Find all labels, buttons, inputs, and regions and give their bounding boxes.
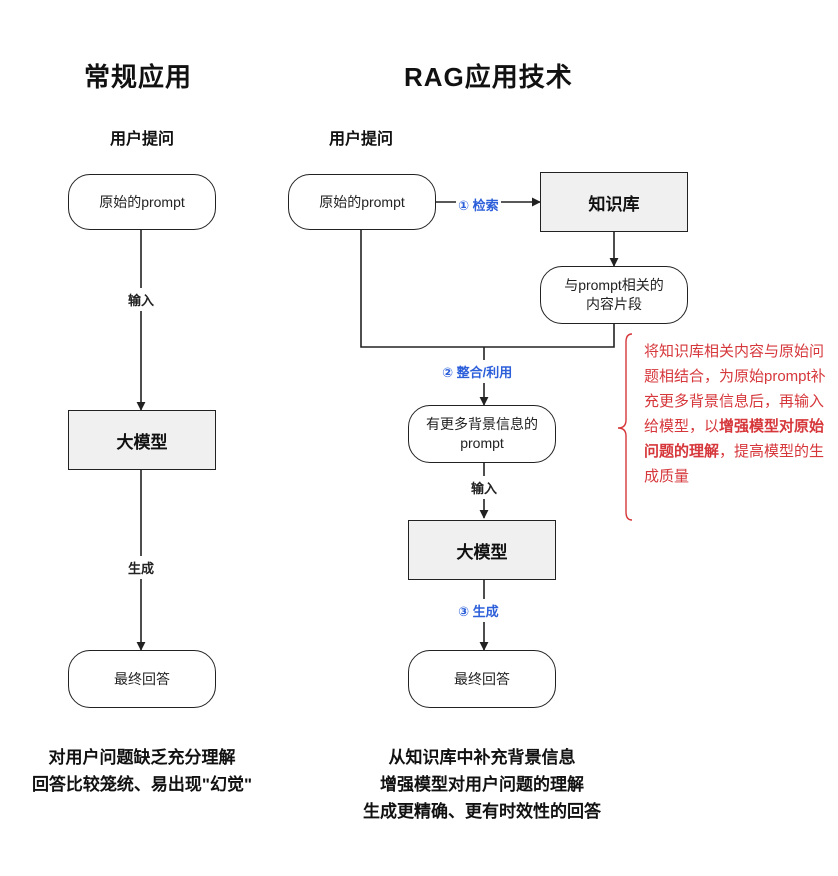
right-input-label: 输入 (469, 476, 500, 499)
left-summary-line: 对用户问题缺乏充分理解 (48, 748, 236, 767)
left-prompt-node: 原始的prompt (68, 174, 216, 230)
snippet-node: 与prompt相关的 内容片段 (540, 266, 688, 324)
right-model-node: 大模型 (408, 520, 556, 580)
left-model-node: 大模型 (68, 410, 216, 470)
edge-merge-path (360, 230, 615, 348)
left-summary: 对用户问题缺乏充分理解 回答比较笼统、易出现"幻觉" (0, 744, 284, 798)
enriched-prompt-node: 有更多背景信息的 prompt (408, 405, 556, 463)
left-user-label: 用户提问 (110, 131, 175, 148)
right-prompt-node: 原始的prompt (288, 174, 436, 230)
right-answer-node: 最终回答 (408, 650, 556, 708)
left-input-label: 输入 (126, 288, 157, 311)
right-summary-line: 增强模型对用户问题的理解 (380, 775, 584, 794)
knowledge-base-node: 知识库 (540, 172, 688, 232)
right-title: RAG应用技术 (404, 62, 573, 92)
rag-annotation: 将知识库相关内容与原始问题相结合，为原始prompt补充更多背景信息后，再输入给… (644, 339, 830, 489)
right-summary-line: 生成更精确、更有时效性的回答 (363, 802, 601, 821)
left-answer-node: 最终回答 (68, 650, 216, 708)
step3-label: ③ 生成 (456, 599, 501, 622)
step1-label: ① 检索 (456, 193, 501, 216)
note-brace (617, 333, 633, 521)
note-text-bold: 增强模型对原始问题的理解 (644, 418, 825, 460)
right-summary: 从知识库中补充背景信息 增强模型对用户问题的理解 生成更精确、更有时效性的回答 (332, 744, 632, 825)
left-generate-label: 生成 (126, 556, 157, 579)
right-user-label: 用户提问 (329, 131, 394, 148)
left-title: 常规应用 (84, 62, 193, 92)
right-summary-line: 从知识库中补充背景信息 (388, 748, 576, 767)
left-summary-line: 回答比较笼统、易出现"幻觉" (31, 775, 253, 794)
note-text-before: 将知识库相关内容与原始问题相结合，为原始prompt补充更多背景信息后，再输入给… (644, 343, 826, 435)
step2-label: ② 整合/利用 (440, 360, 515, 383)
note-text-after: ，提高模型的生成质量 (644, 443, 825, 485)
